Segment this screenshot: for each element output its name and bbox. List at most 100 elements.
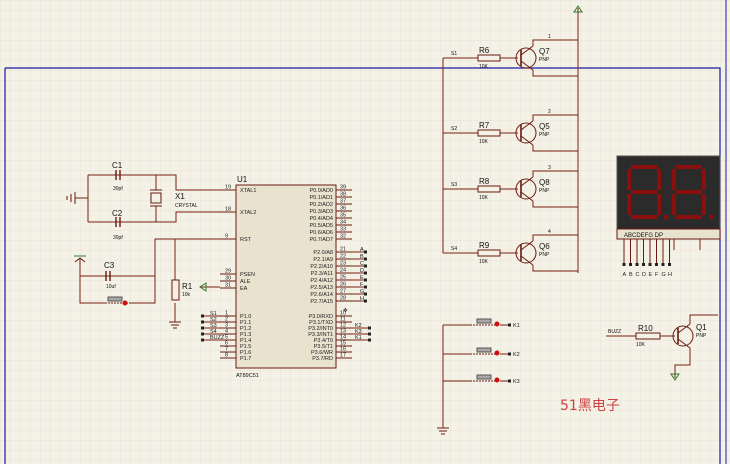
mcu-pin-name: P1.0 [240, 314, 251, 320]
watermark-text: 51黑电子 [560, 398, 620, 414]
net-terminal [364, 250, 367, 254]
resistor-r1[interactable]: R1 10k [171, 279, 193, 301]
display-pin-label: A [623, 272, 627, 278]
mcu-pin-name: P3.3/INT1 [308, 332, 333, 338]
driver-resistor [477, 185, 501, 193]
mcu-pin-number: 37 [340, 199, 346, 205]
mcu-u1[interactable]: U1 AT89C51 19XTAL118XTAL29RST29PSEN30ALE… [201, 175, 371, 379]
capacitor-c2[interactable]: C2 30pf [112, 209, 123, 241]
mcu-pin-number: 30 [225, 276, 231, 282]
capacitor-c1[interactable]: C1 30pf [112, 161, 123, 192]
crystal-x1[interactable]: X1 CRYSTAL [150, 175, 198, 222]
mcu-pin-name: P2.6/A14 [310, 292, 333, 298]
buzzer-driver[interactable]: BUZZ R10 10K Q1 PNP [606, 314, 718, 381]
r1-ref: R1 [182, 282, 193, 291]
mcu-pin-name: P3.0/RXD [309, 314, 333, 320]
net-terminal [201, 338, 204, 342]
mcu-pin-number: 31 [225, 283, 231, 289]
segment [676, 215, 702, 219]
segment [672, 194, 676, 215]
driver-net-label: S4 [451, 246, 457, 252]
mcu-pin-number: 14 [340, 335, 346, 341]
mcu-pin-name: P2.3/A11 [311, 271, 333, 277]
segment [631, 165, 657, 169]
oscillator-circuit: C1 30pf C2 30pf X1 CRYSTAL [66, 161, 220, 241]
transistor-type: PNP [539, 252, 550, 258]
transistor-collector-wire [532, 201, 578, 208]
key-cap [476, 347, 492, 353]
transistor-leads [520, 45, 534, 71]
display-pin-label: B [629, 272, 633, 278]
display-pin-terminal [642, 263, 645, 266]
mcu-pin-name: P3.5/T1 [314, 344, 333, 350]
cursor-mark: ✥ [343, 307, 348, 314]
display-pin-label: H [668, 272, 672, 278]
mcu-pin-number: 22 [340, 254, 346, 260]
segment [627, 194, 631, 215]
net-terminal [368, 326, 371, 330]
mcu-pin-name: P2.7/A15 [310, 299, 333, 305]
vcc-arrow [573, 5, 583, 13]
mcu-pin-number: 8 [225, 353, 228, 359]
mcu-pin-number: 24 [340, 268, 346, 274]
mcu-pin-number: 10 [340, 311, 346, 317]
reset-button[interactable] [105, 296, 130, 306]
decimal-point [709, 215, 713, 219]
mcu-pin-name: P1.1 [240, 320, 251, 326]
key-k3[interactable]: K3 [443, 374, 520, 385]
mcu-pin-number: 3 [225, 323, 228, 329]
net-terminal [508, 352, 511, 356]
display-pin-terminal [622, 263, 626, 266]
mcu-pin-name: P1.2 [240, 326, 251, 332]
transistor-collector-wire [532, 70, 578, 77]
mcu-pin-name: XTAL2 [240, 210, 256, 216]
mcu-pin-name: RST [240, 237, 252, 243]
segment [676, 165, 702, 169]
u1-body [235, 184, 337, 369]
transistor-leads [520, 120, 534, 146]
segment [672, 169, 676, 190]
driver-net-label: S3 [451, 182, 457, 188]
mcu-pin-number: 17 [340, 353, 346, 359]
driver-resistor [477, 129, 501, 137]
u1-left-pins: 19XTAL118XTAL29RST29PSEN30ALE31EA1P1.02P… [201, 185, 256, 362]
mcu-pin-name: P1.4 [240, 338, 251, 344]
transistor-collector-wire [532, 265, 578, 272]
mcu-pin-name: P2.0/A8 [313, 250, 333, 256]
mcu-pin-name: P0.4/AD4 [309, 216, 333, 222]
transistor-body [515, 47, 537, 69]
display-segment-label: ABCDEFG DP [624, 233, 663, 239]
net-terminal [508, 379, 511, 383]
driver-res-value: 10K [479, 139, 489, 145]
mcu-pin-name: EA [240, 286, 248, 292]
transistor-ref: Q8 [539, 178, 550, 187]
driver-net-label: S1 [451, 51, 457, 57]
mcu-pin-number: 27 [340, 289, 346, 295]
r10-ref: R10 [638, 324, 653, 333]
key-k1[interactable]: K1 [443, 318, 520, 329]
p1-net-label: S2 [210, 317, 217, 323]
transistor-type: PNP [539, 132, 550, 138]
key-label: K3 [513, 379, 520, 385]
q1-ref: Q1 [696, 323, 707, 332]
transistor-ref: Q7 [539, 47, 550, 56]
x1-value: CRYSTAL [175, 203, 198, 209]
segment [627, 169, 631, 190]
mcu-pin-number: 19 [225, 185, 231, 191]
key-k2[interactable]: K2 [443, 347, 520, 358]
driver-output-number: 4 [548, 229, 551, 235]
capacitor-c3[interactable]: C3 10uf [104, 261, 116, 290]
mcu-pin-number: 38 [340, 192, 346, 198]
transistor-type: PNP [539, 57, 550, 63]
mcu-pin-name: ALE [240, 279, 251, 285]
transistor-leads [520, 176, 534, 202]
driver-resistor [477, 54, 501, 62]
